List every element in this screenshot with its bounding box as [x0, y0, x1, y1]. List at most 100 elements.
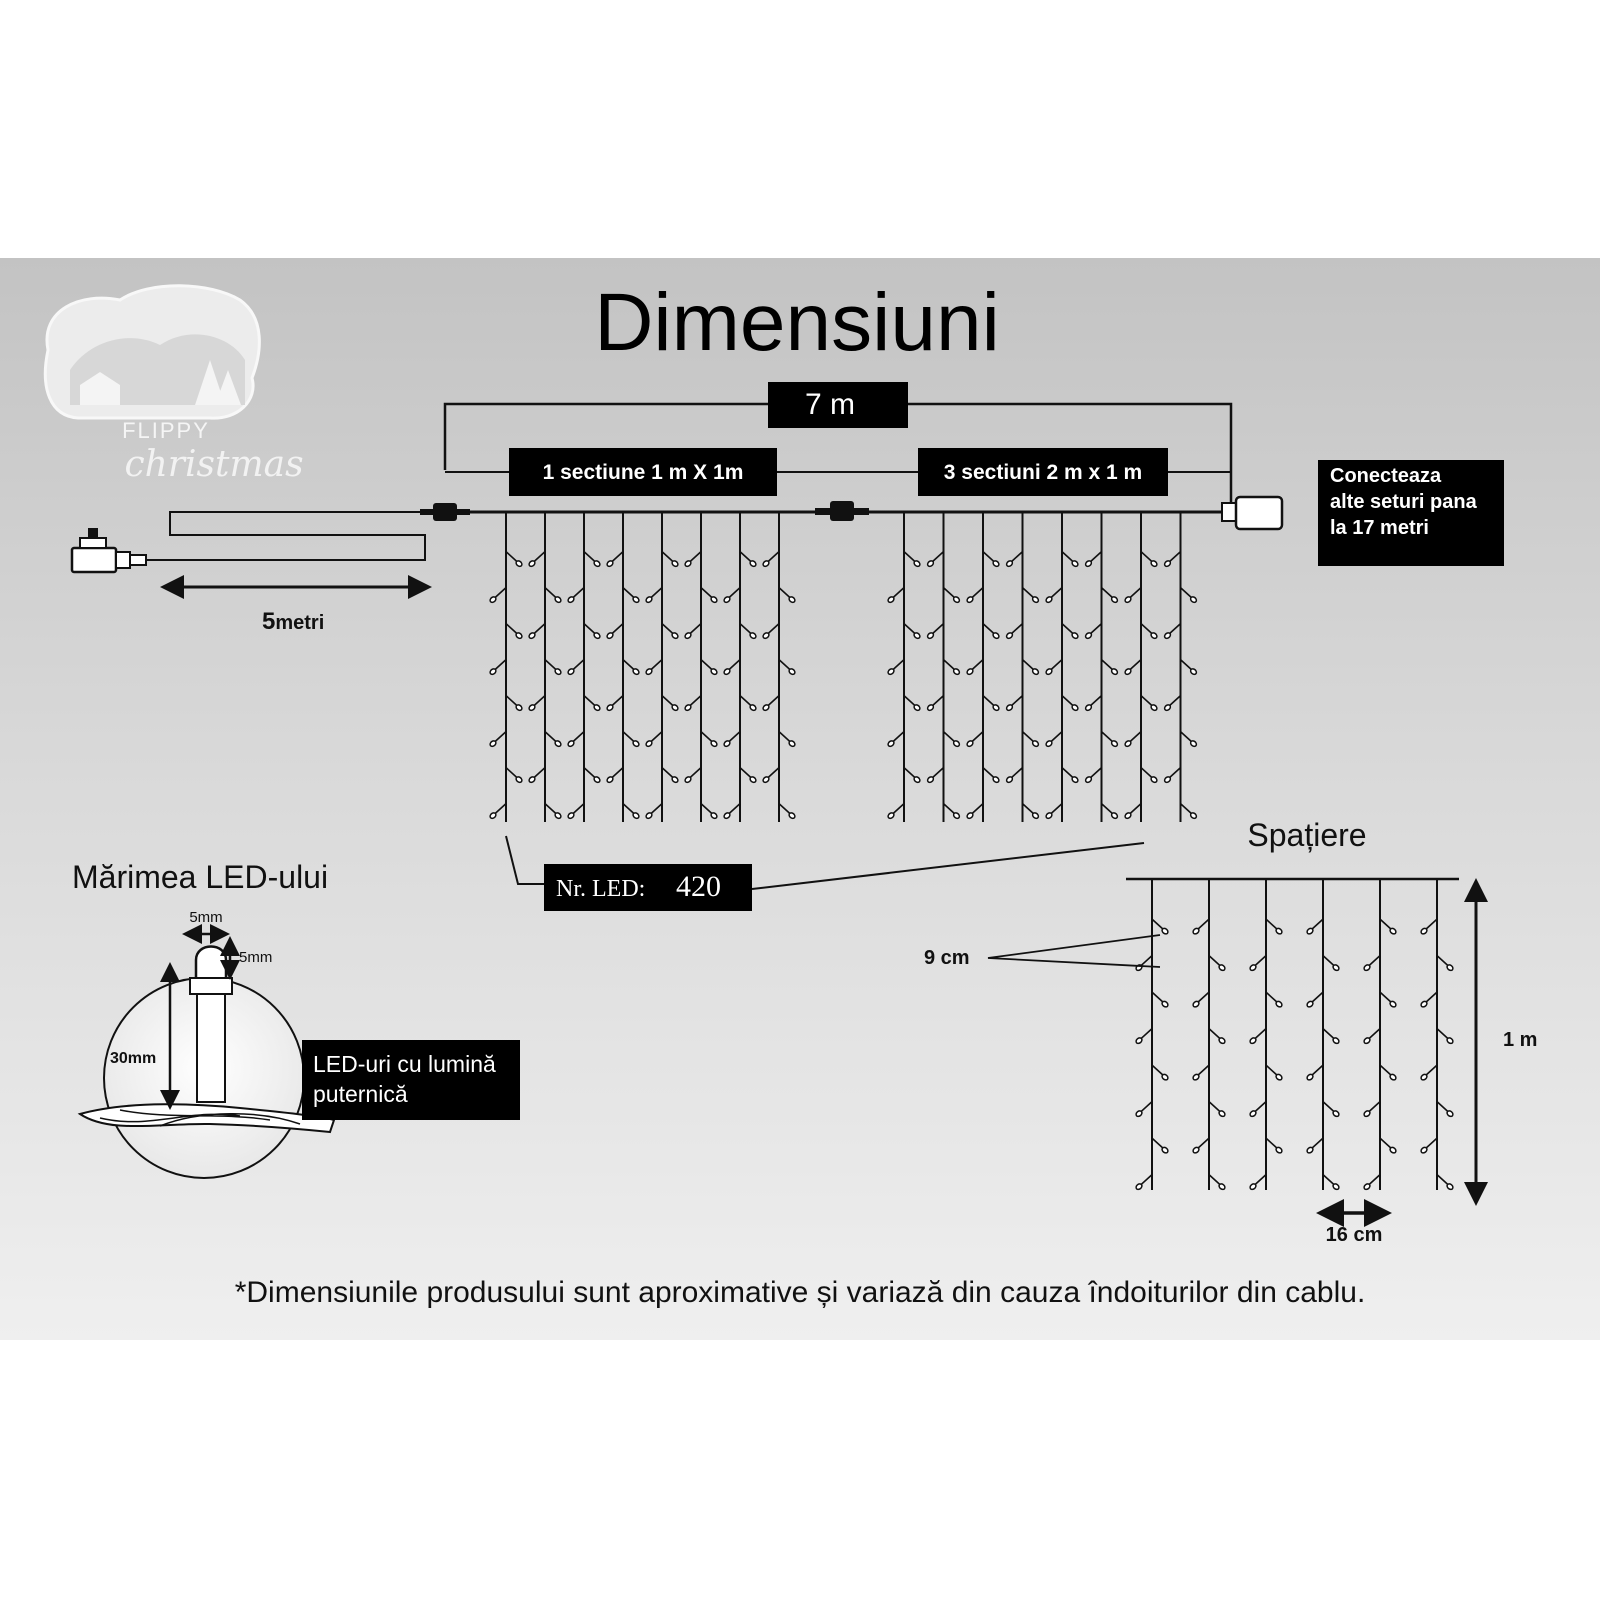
- led-bulb: [1110, 596, 1119, 604]
- led-stem: [1197, 918, 1210, 930]
- led-bulb: [1420, 1073, 1428, 1081]
- led-caption-box: [302, 1040, 520, 1120]
- led-bulb: [489, 668, 497, 676]
- led-stem: [971, 659, 984, 671]
- led-width-label: 5mm: [189, 909, 222, 926]
- led-strand: [1045, 512, 1079, 822]
- led-stem: [1322, 1174, 1335, 1186]
- led-bulb: [1306, 1073, 1314, 1081]
- led-stem: [1151, 1137, 1164, 1149]
- led-stem: [1179, 587, 1193, 599]
- led-bulb: [1135, 1110, 1143, 1118]
- led-bulb: [992, 632, 1000, 640]
- led-bulb: [1005, 632, 1014, 640]
- led-stem: [1265, 1064, 1278, 1076]
- led-caption-line-2: puternică: [313, 1081, 408, 1107]
- led-stem: [1168, 623, 1182, 635]
- led-strand: [684, 512, 718, 822]
- led-bulb: [762, 704, 770, 712]
- led-stem: [1379, 918, 1392, 930]
- led-bulb: [723, 596, 731, 604]
- led-stem: [650, 587, 663, 599]
- led-bulb: [515, 776, 523, 784]
- led-bulb: [1124, 740, 1132, 748]
- led-strand: [1420, 879, 1454, 1191]
- led-stem: [739, 551, 752, 563]
- led-stem: [1311, 1064, 1324, 1076]
- led-strand: [966, 512, 1000, 822]
- led-bulb: [1306, 1146, 1314, 1154]
- led-size-heading: Mărimea LED-ului: [72, 859, 328, 895]
- led-stem: [661, 695, 674, 707]
- led-stem: [971, 587, 984, 599]
- led-stem: [1168, 767, 1182, 779]
- led-bulb: [887, 596, 895, 604]
- led-bulb: [1389, 927, 1397, 935]
- led-bulb: [887, 740, 895, 748]
- led-bulb: [489, 596, 497, 604]
- led-strand: [645, 512, 679, 822]
- led-bulb: [1150, 632, 1158, 640]
- led-stem: [650, 803, 663, 815]
- led-strands-section-a: [489, 512, 796, 822]
- led-stem: [778, 587, 791, 599]
- connect-note-line-1: Conecteaza: [1330, 465, 1442, 487]
- led-bulb: [1249, 1110, 1257, 1118]
- led-bulb: [606, 560, 614, 568]
- led-count-leader-left: [505, 835, 544, 885]
- led-stem: [1197, 1137, 1210, 1149]
- led-stem: [982, 623, 995, 635]
- led-bulb: [913, 560, 921, 568]
- led-bulb: [1045, 812, 1053, 820]
- led-stem: [1179, 659, 1193, 671]
- led-bulb: [671, 560, 679, 568]
- led-bulb: [632, 596, 640, 604]
- led-stem: [1140, 1174, 1153, 1186]
- led-stem: [1050, 659, 1063, 671]
- led-bulb: [1031, 740, 1040, 748]
- led-stem: [1436, 1174, 1449, 1186]
- led-stem: [583, 551, 596, 563]
- led-stem: [1379, 1137, 1392, 1149]
- led-stem: [1129, 587, 1142, 599]
- led-stem: [931, 623, 945, 635]
- led-stem: [982, 695, 995, 707]
- led-bulb: [1031, 812, 1040, 820]
- led-stem: [1311, 1137, 1324, 1149]
- led-stem: [1010, 623, 1024, 635]
- led-stem: [494, 587, 507, 599]
- led-stem: [1265, 991, 1278, 1003]
- led-stem: [942, 803, 956, 815]
- led-bulb: [1218, 1183, 1226, 1191]
- spacing-heading: Spațiere: [1247, 817, 1366, 853]
- led-bulb: [684, 632, 692, 640]
- led-bulb: [1150, 776, 1158, 784]
- led-stem: [1100, 731, 1114, 743]
- led-bulb: [1150, 560, 1158, 568]
- led-stem: [661, 551, 674, 563]
- led-bulb: [887, 812, 895, 820]
- led-bulb: [1192, 1000, 1200, 1008]
- led-stem: [903, 623, 916, 635]
- led-stem: [1089, 695, 1103, 707]
- led-stem: [1140, 1028, 1153, 1040]
- led-stem: [1379, 1064, 1392, 1076]
- led-stem: [1368, 1101, 1381, 1113]
- led-bulb: [1420, 927, 1428, 935]
- spacing-gap-leader: [987, 934, 1161, 968]
- led-stem: [942, 587, 956, 599]
- led-stem: [661, 623, 674, 635]
- led-stem: [1129, 659, 1142, 671]
- led-stem: [689, 767, 702, 779]
- led-stem: [1089, 551, 1103, 563]
- led-stem: [544, 659, 557, 671]
- led-bulb: [606, 632, 614, 640]
- led-stem: [611, 623, 624, 635]
- led-bulb: [671, 704, 679, 712]
- led-bulb: [926, 560, 935, 568]
- led-strand: [1135, 879, 1169, 1191]
- led-stem: [1322, 1028, 1335, 1040]
- led-bulb: [684, 776, 692, 784]
- led-bulb: [1084, 776, 1093, 784]
- led-bulb: [992, 776, 1000, 784]
